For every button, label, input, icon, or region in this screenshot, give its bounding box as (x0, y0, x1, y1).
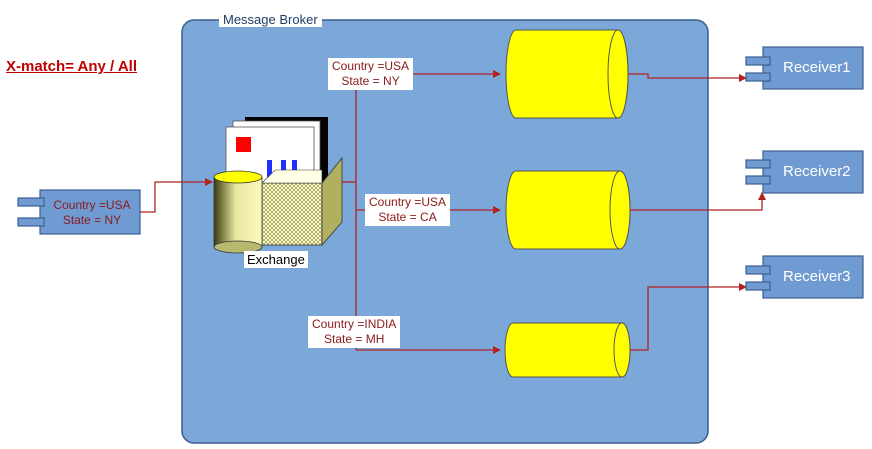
exchange-label: Exchange (244, 251, 308, 268)
binding-2-line1: Country =USA (369, 195, 447, 209)
producer-component (17, 189, 141, 235)
receiver-3-label: Receiver3 (783, 268, 851, 285)
receiver-2-label: Receiver2 (783, 163, 851, 180)
binding-label-1: Country =USA State = NY (328, 58, 414, 90)
message-broker-title: Message Broker (219, 12, 322, 27)
queue-1 (505, 29, 629, 119)
diagram-title: X-match= Any / All (6, 58, 138, 75)
binding-3-line1: Country =INDIA (312, 317, 397, 331)
binding-2-line2: State = CA (378, 210, 437, 224)
receiver-2-component (745, 150, 864, 194)
producer-label-line1: Country =USA (53, 198, 131, 212)
queue3-to-receiver3-arrow (630, 283, 747, 351)
receiver-3-component (745, 255, 864, 299)
exchange-icon (213, 117, 343, 254)
binding-3-line2: State = MH (324, 332, 385, 346)
receiver-1-component (745, 46, 864, 90)
queue-3 (504, 322, 631, 378)
binding-1-line1: Country =USA (332, 59, 410, 73)
binding-label-2: Country =USA State = CA (365, 194, 451, 226)
queue1-to-receiver1-arrow (628, 73, 747, 82)
receiver-1-label: Receiver1 (783, 59, 851, 76)
binding-label-3: Country =INDIA State = MH (308, 316, 401, 348)
producer-label-line2: State = NY (62, 213, 122, 227)
binding-1-line2: State = NY (341, 74, 400, 88)
queue2-to-receiver2-arrow (630, 192, 766, 211)
queue-2 (505, 170, 631, 250)
producer-label: Country =USA State = NY (44, 198, 140, 228)
producer-to-exchange-arrow (140, 178, 213, 213)
